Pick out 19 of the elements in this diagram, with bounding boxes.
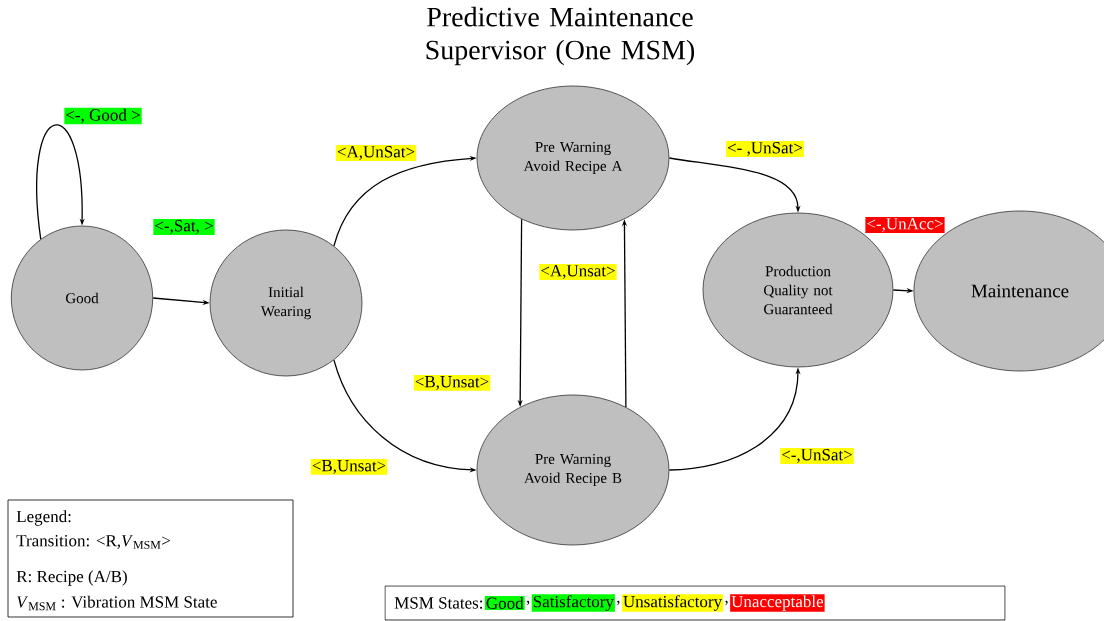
arrow	[36, 124, 85, 240]
legend-text: ,	[616, 600, 620, 606]
legend-text: ,	[526, 600, 530, 606]
legend-text: R: Recipe (A/B)	[16, 570, 127, 586]
legend-text: V$_{MSM}$ : Vibration MSM State	[17, 595, 217, 611]
legend-text: Transition: <R,V$_{MSM}$>	[16, 535, 171, 549]
edge-label: <-, Good >	[64, 107, 142, 125]
edge-label: <- ,UnSat>	[726, 141, 804, 157]
title: Predictive Maintenance Supervisor (One MSM)	[426, 6, 695, 66]
legend-text: MSM States:	[394, 597, 483, 609]
edge-label: <-,UnSat>	[780, 448, 854, 464]
edge-label: <-,Sat, >	[153, 219, 215, 235]
edge-label: <B,Unsat>	[310, 459, 388, 475]
legend-text: ,	[725, 600, 728, 606]
edge-label: <B,Unsat>	[413, 375, 491, 391]
edge-label: <A,Unsat>	[539, 264, 617, 280]
edge-label: <-,UnAcc>	[865, 217, 945, 233]
edge-label: <A,UnSat>	[335, 145, 417, 161]
legend-text: Legend:	[16, 510, 71, 526]
